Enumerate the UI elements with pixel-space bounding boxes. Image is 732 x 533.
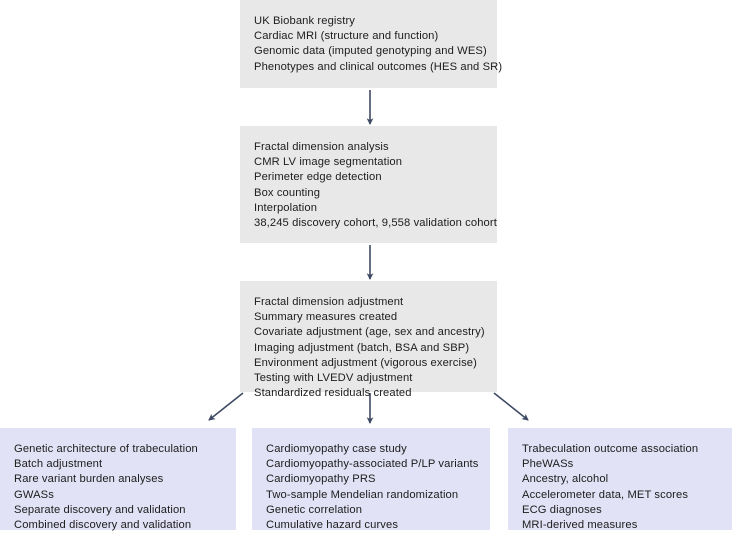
node-line: Genomic data (imputed genotyping and WES… — [254, 45, 487, 58]
node-line: Perimeter edge detection — [254, 171, 382, 184]
node-line: Testing with LVEDV adjustment — [254, 372, 413, 385]
node-line: Cardiomyopathy case study — [266, 443, 407, 455]
node-line: Accelerometer data, MET scores — [522, 488, 689, 501]
node-line: CMR LV image segmentation — [254, 156, 403, 169]
node-line: Cardiomyopathy-associated P/LP variants — [266, 458, 479, 471]
node-line: UK Biobank registry — [254, 15, 355, 27]
node-line: Combined discovery and validation — [14, 519, 192, 532]
node-line: Genetic architecture of trabeculation — [14, 443, 198, 455]
node-line: MRI-derived measures — [522, 519, 638, 532]
node-line: Cumulative hazard curves — [266, 519, 399, 532]
node-line: 38,245 discovery cohort, 9,558 validatio… — [254, 217, 497, 230]
node-line: Environment adjustment (vigorous exercis… — [254, 356, 477, 369]
node-line: Two-sample Mendelian randomization — [266, 488, 459, 501]
node-line: Interpolation — [254, 201, 318, 214]
node-line: Trabeculation outcome association — [522, 443, 699, 455]
node-line: Genetic correlation — [266, 503, 363, 516]
node-line: Summary measures created — [254, 311, 398, 324]
node-line: Standardized residuals created — [254, 387, 412, 400]
node-line: Batch adjustment — [14, 458, 103, 471]
node-line: Separate discovery and validation — [14, 503, 186, 516]
node-line: Cardiac MRI (structure and function) — [254, 30, 439, 43]
node-line: ECG diagnoses — [522, 503, 602, 516]
node-line: Box counting — [254, 186, 321, 199]
node-line: Cardiomyopathy PRS — [266, 473, 376, 486]
node-line: GWASs — [14, 488, 54, 501]
node-line: Imaging adjustment (batch, BSA and SBP) — [254, 341, 470, 354]
node-line: Ancestry, alcohol — [522, 473, 609, 486]
node-line: Phenotypes and clinical outcomes (HES an… — [254, 60, 503, 73]
node-line: Fractal dimension analysis — [254, 141, 389, 153]
arrow-adjust-to-trabecula — [493, 392, 529, 421]
arrow-adjust-to-genetic — [208, 392, 244, 421]
node-line: Covariate adjustment (age, sex and ances… — [254, 326, 485, 339]
node-line: PheWASs — [522, 458, 574, 471]
node-line: Fractal dimension adjustment — [254, 296, 404, 308]
node-line: Rare variant burden analyses — [14, 473, 164, 486]
